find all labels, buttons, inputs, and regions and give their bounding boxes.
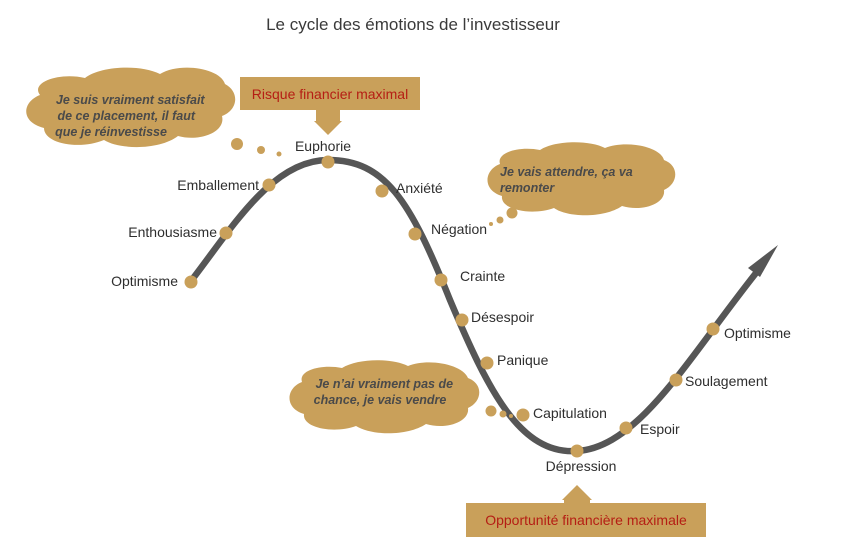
thought-bubble-dot bbox=[496, 216, 504, 224]
stage-dot bbox=[516, 408, 530, 422]
thought-line: remonter bbox=[500, 181, 555, 195]
thought-bubble-dot bbox=[485, 405, 497, 417]
stage-labels: Optimisme Enthousiasme Emballement Eupho… bbox=[111, 138, 791, 474]
emotion-curve bbox=[187, 156, 764, 455]
curve-arrowhead bbox=[748, 245, 778, 277]
thought-line: Je vais attendre, ça va bbox=[500, 165, 633, 179]
thought-bubble-dot bbox=[489, 222, 493, 226]
stage-label: Optimisme bbox=[724, 325, 791, 341]
stage-dot bbox=[706, 322, 720, 336]
stage-label: Espoir bbox=[640, 421, 680, 437]
thought-line: de ce placement, il faut bbox=[57, 109, 195, 123]
stage-label: Euphorie bbox=[295, 138, 351, 154]
stage-label: Crainte bbox=[460, 268, 505, 284]
thought-line: que je réinvestisse bbox=[55, 125, 167, 139]
callout-top-arrow-stem bbox=[316, 110, 340, 122]
stage-label: Désespoir bbox=[471, 309, 534, 325]
callout-bottom-arrow-icon bbox=[562, 485, 592, 500]
svg-text:Je vais attendre, ça va: Je vais attendre, ça va remonter bbox=[500, 165, 636, 195]
stage-dot bbox=[455, 313, 469, 327]
thought-line: Je suis vraiment satisfait bbox=[56, 93, 206, 107]
stage-dot bbox=[619, 421, 633, 435]
stage-dot bbox=[184, 275, 198, 289]
thought-bubble-satisfied: Je suis vraiment satisfait de ce placeme… bbox=[26, 67, 282, 157]
stage-dot bbox=[669, 373, 683, 387]
thought-bubble-dot bbox=[506, 207, 518, 219]
stage-label: Panique bbox=[497, 352, 549, 368]
svg-text:Je n’ai vraiment pas de: Je n’ai vraiment pas de chance, je vais … bbox=[314, 377, 457, 407]
stage-dot bbox=[570, 444, 584, 458]
stage-label: Optimisme bbox=[111, 273, 178, 289]
svg-text:Je suis vraiment satisfait: Je suis vraiment satisfait de ce placeme… bbox=[55, 93, 208, 139]
callout-top: Risque financier maximal bbox=[240, 77, 420, 135]
stage-label: Emballement bbox=[177, 177, 259, 193]
stage-dot bbox=[375, 184, 389, 198]
stage-dot bbox=[408, 227, 422, 241]
stage-label: Soulagement bbox=[685, 373, 768, 389]
thought-cloud-shape bbox=[289, 360, 480, 434]
stage-dot bbox=[321, 155, 335, 169]
stage-label: Dépression bbox=[546, 458, 617, 474]
callout-top-arrow-icon bbox=[314, 121, 342, 135]
stage-label: Capitulation bbox=[533, 405, 607, 421]
thought-bubble-dot bbox=[499, 410, 507, 418]
thought-bubble-waiting: Je vais attendre, ça va remonter bbox=[487, 142, 676, 226]
stage-dot bbox=[262, 178, 276, 192]
thought-cloud-shape bbox=[26, 67, 236, 148]
callout-bottom: Opportunité financière maximale bbox=[466, 485, 706, 537]
stage-label: Anxiété bbox=[396, 180, 443, 196]
stage-markers bbox=[184, 155, 720, 458]
thought-bubble-dot bbox=[257, 146, 265, 154]
callout-bottom-arrow-stem bbox=[564, 499, 590, 505]
thought-bubble-dot bbox=[231, 138, 243, 150]
stage-dot bbox=[434, 273, 448, 287]
thought-bubble-dot bbox=[509, 414, 513, 418]
callout-bottom-text: Opportunité financière maximale bbox=[485, 512, 687, 528]
callout-bottom-box bbox=[466, 503, 706, 537]
thought-line: Je n’ai vraiment pas de bbox=[315, 377, 453, 391]
diagram-title: Le cycle des émotions de l’investisseur bbox=[266, 15, 560, 34]
thought-line: chance, je vais vendre bbox=[314, 393, 447, 407]
thought-bubble-unlucky: Je n’ai vraiment pas de chance, je vais … bbox=[289, 360, 513, 434]
stage-dot bbox=[480, 356, 494, 370]
thought-bubble-dot bbox=[276, 151, 282, 157]
stage-label: Négation bbox=[431, 221, 487, 237]
stage-label: Enthousiasme bbox=[128, 224, 217, 240]
thought-cloud-shape bbox=[487, 142, 676, 216]
callout-top-box bbox=[240, 77, 420, 110]
stage-dot bbox=[219, 226, 233, 240]
callout-top-text: Risque financier maximal bbox=[252, 86, 408, 102]
